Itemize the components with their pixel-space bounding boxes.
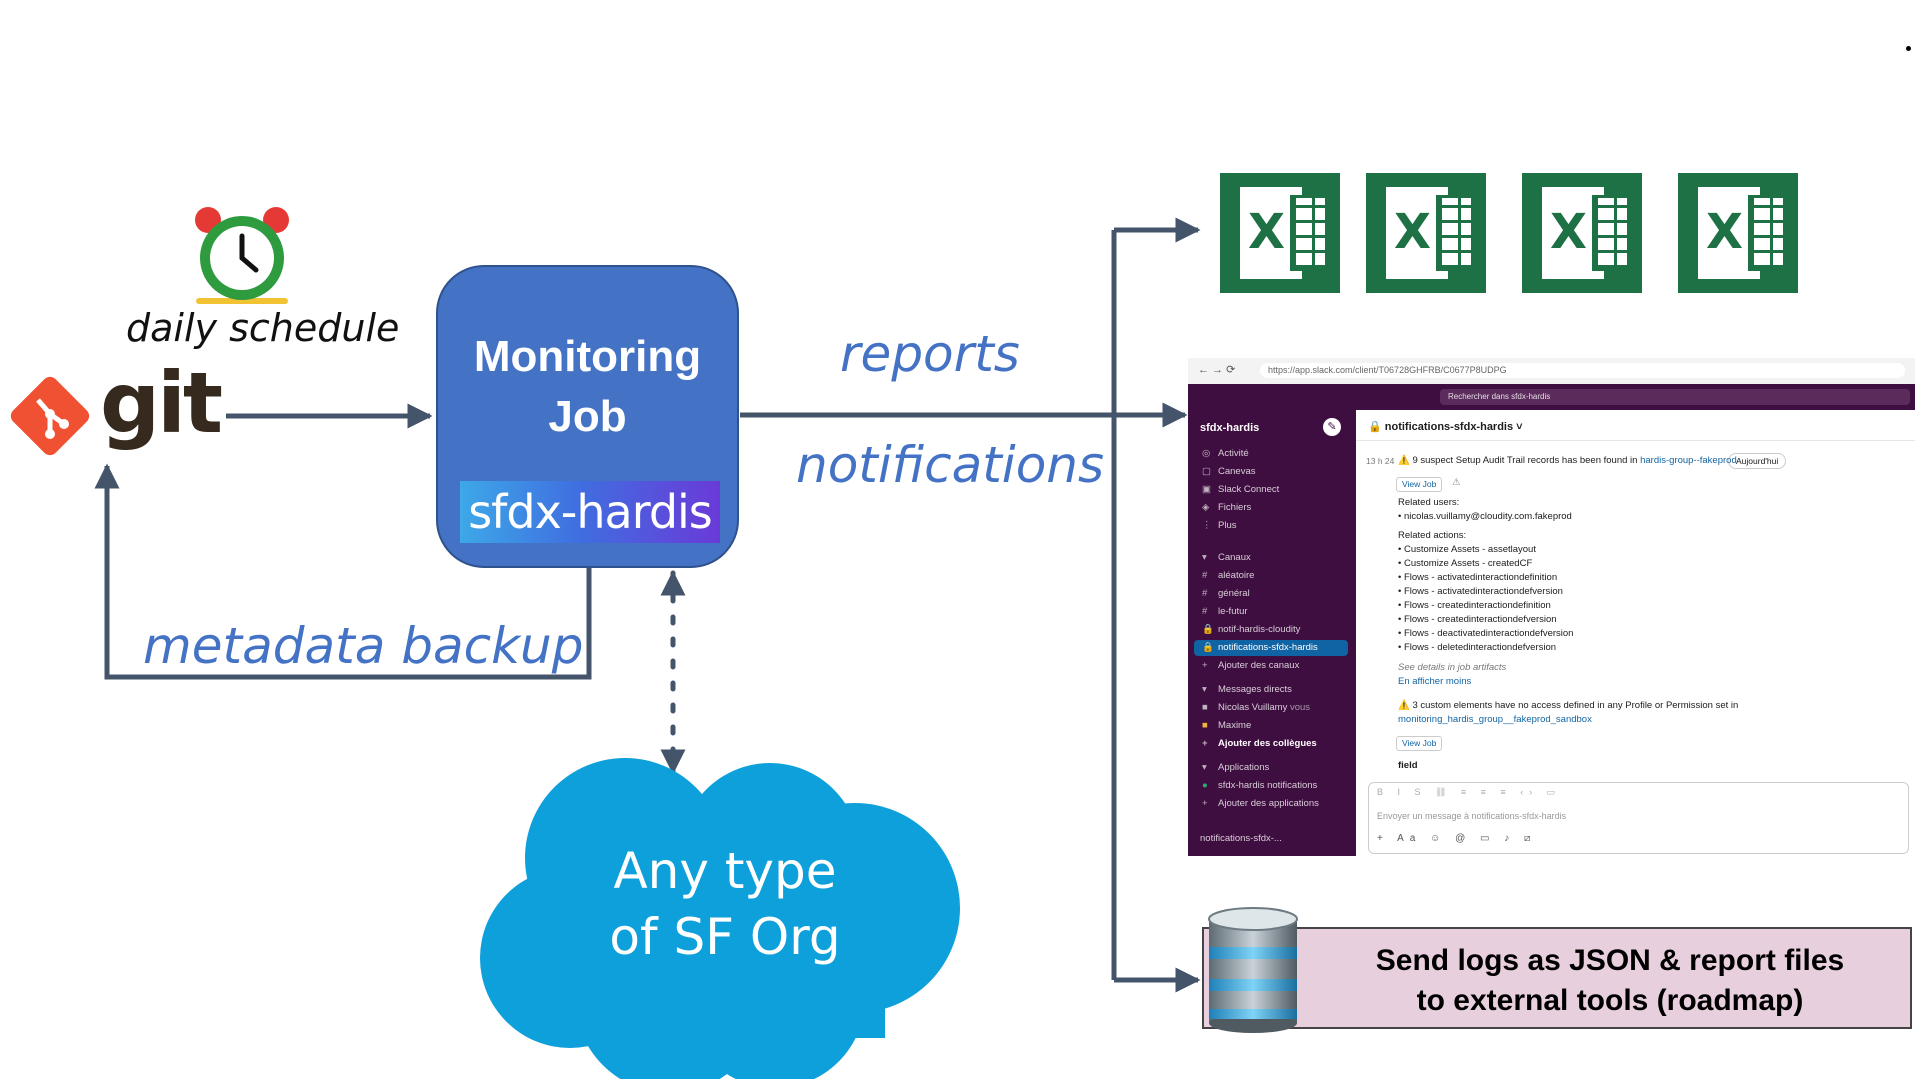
excel-icon: X [1522,173,1642,293]
channels-header: ▾Canaux [1202,552,1251,563]
browser-nav-icons: ← → ⟳ [1198,364,1236,376]
related-users-label: Related users: [1398,497,1460,508]
excel-icon: X [1366,173,1486,293]
channel-item: #général [1202,588,1250,599]
backup-path [94,463,592,680]
composer-placeholder: Envoyer un message à notifications-sfdx-… [1377,811,1567,821]
job-title-line2: Job [548,392,627,441]
action-item: • Customize Assets - assetlayout [1398,544,1536,555]
reports-label: reports [840,325,1020,383]
action-item: • Customize Assets - createdCF [1398,558,1533,569]
database-icon [1208,907,1298,1033]
cloud-label-line1: Any type [613,842,837,900]
message-1: ⚠️ 9 suspect Setup Audit Trail records h… [1398,455,1737,466]
workspace-name: sfdx-hardis [1200,422,1260,434]
excel-letter: X [1706,204,1744,260]
logs-text: Send logs as JSON & report files to exte… [1330,941,1890,1021]
warning-icon: ⚠ [1452,477,1461,488]
dm-header: ▾Messages directs [1202,684,1292,695]
git-wordmark: git [100,354,223,452]
excel-icon: X [1220,173,1340,293]
action-item: • Flows - activatedinteractiondefversion [1398,586,1563,597]
day-pill: Aujourd'hui [1728,453,1787,469]
compose-icon: ✎ [1323,418,1341,436]
excel-letter: X [1550,204,1588,260]
message-composer: B I S ⛓ ≡ ≡ ≡ ‹› ▭ Envoyer un message à … [1368,782,1909,854]
field-text: field [1398,760,1418,771]
view-job-button-2: View Job [1396,736,1443,751]
show-less-link: En afficher moins [1398,676,1472,687]
channel-title: 🔒 notifications-sfdx-hardis ˅ [1368,421,1523,433]
channel-item: #le-futur [1202,606,1248,617]
action-item: • Flows - activatedinteractiondefinition [1398,572,1558,583]
sidebar-nav-item: ◈Fichiers [1202,502,1252,513]
cloud-label-line2: of SF Org [609,908,841,966]
browser-url: https://app.slack.com/client/T06728GHFRB… [1260,363,1905,378]
composer-actions: + Aa ☺ @ ▭ ♪ ⧄ [1377,833,1537,844]
see-details-text: See details in job artifacts [1398,662,1507,673]
daily-schedule-label: daily schedule [126,306,400,350]
view-job-button: View Job [1396,477,1443,492]
message-2-link: monitoring_hardis_group__fakeprod_sandbo… [1398,714,1592,725]
slack-sidebar: sfdx-hardis ✎ ◎Activité ▢Canevas ▣Slack … [1188,410,1356,856]
monitoring-job-title: Monitoring Job [438,327,737,447]
browser-bar: ← → ⟳ https://app.slack.com/client/T0672… [1188,358,1915,385]
message-time: 13 h 24 [1366,456,1395,466]
formatting-toolbar: B I S ⛓ ≡ ≡ ≡ ‹› ▭ [1377,787,1562,797]
slack-search-input: Rechercher dans sfdx-hardis [1440,389,1910,405]
slack-channel-pane: 🔒 notifications-sfdx-hardis ˅ Aujourd'hu… [1356,410,1915,856]
dm-item: ■Maxime [1202,720,1252,731]
git-icon [10,376,90,456]
action-item: • Flows - createdinteractiondefversion [1398,614,1557,625]
add-channels-item: +Ajouter des canaux [1202,660,1300,671]
action-item: • Flows - deletedinteractiondefversion [1398,642,1557,653]
slack-topbar: Rechercher dans sfdx-hardis [1188,384,1915,410]
sidebar-footer: notifications-sfdx-... [1200,833,1282,844]
related-actions-label: Related actions: [1398,530,1467,541]
channel-item: 🔒notif-hardis-cloudity [1202,624,1301,635]
sidebar-nav-item: ▣Slack Connect [1202,484,1280,495]
sidebar-nav-item: ◎Activité [1202,448,1249,459]
message-2: ⚠️ 3 custom elements have no access defi… [1398,700,1739,711]
slack-screenshot: ← → ⟳ https://app.slack.com/client/T0672… [1188,358,1915,856]
excel-letter: X [1394,204,1432,260]
job-title-line1: Monitoring [473,332,702,381]
sidebar-nav-item: ⋮Plus [1202,520,1237,531]
add-apps-item: +Ajouter des applications [1202,798,1319,809]
logs-text-line1: Send logs as JSON & report files [1375,944,1845,977]
logs-text-line2: to external tools (roadmap) [1416,984,1804,1017]
salesforce-cloud-icon [480,758,960,1079]
channel-item-active: 🔒notifications-sfdx-hardis [1194,640,1348,656]
notifications-label: notifications [796,436,1105,494]
channel-item: #aléatoire [1202,570,1255,581]
action-item: • Flows - deactivatedinteractiondefversi… [1398,628,1574,639]
action-item: • Flows - createdinteractiondefinition [1398,600,1551,611]
sfdx-hardis-logo: sfdx-hardis [460,481,720,543]
alarm-clock-icon [195,207,289,304]
excel-letter: X [1248,204,1286,260]
monitoring-job-box: Monitoring Job sfdx-hardis [436,265,739,568]
stray-dot [1906,46,1911,51]
related-user: • nicolas.vuillamy@cloudity.com.fakeprod [1398,511,1572,522]
apps-header: ▾Applications [1202,762,1270,773]
add-colleagues-item: +Ajouter des collègues [1202,738,1317,749]
dm-item: ■Nicolas Vuillamy vous [1202,702,1311,713]
logs-box: Send logs as JSON & report files to exte… [1202,927,1912,1029]
cloud-label: Any type of SF Org [560,838,890,970]
app-item: ●sfdx-hardis notifications [1202,780,1318,791]
sidebar-nav-item: ▢Canevas [1202,466,1256,477]
excel-icon: X [1678,173,1798,293]
metadata-backup-label: metadata backup [143,617,584,675]
